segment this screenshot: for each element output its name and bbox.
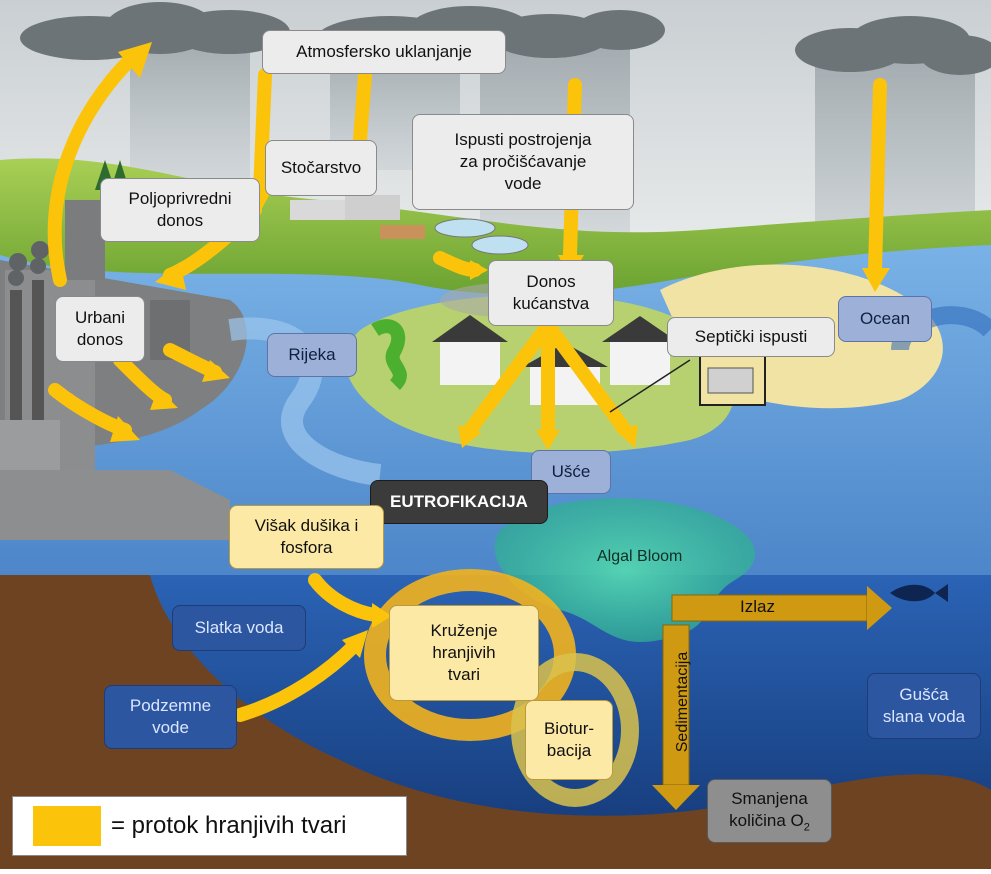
nutrient-cycle-rings bbox=[364, 569, 639, 807]
label-estuary: Ušće bbox=[531, 450, 611, 494]
label-household-runoff: Donos kućanstva bbox=[488, 260, 614, 326]
label-urban-runoff: Urbani donos bbox=[55, 296, 145, 362]
label-agricultural-runoff: Poljoprivredni donos bbox=[100, 178, 260, 242]
label-eutrophication: EUTROFIKACIJA bbox=[370, 480, 548, 524]
label-treatment-plant: Ispusti postrojenja za pročišćavanje vod… bbox=[412, 114, 634, 210]
sedimentation-bar bbox=[662, 624, 690, 786]
smoke bbox=[8, 241, 49, 286]
label-algal-bloom: Algal Bloom bbox=[597, 548, 683, 565]
output-bar bbox=[671, 594, 868, 622]
legend: = protok hranjivih tvari bbox=[12, 796, 407, 856]
sediment bbox=[0, 575, 991, 869]
label-septic: Septički ispusti bbox=[667, 317, 835, 357]
reduced-o2-subscript: 2 bbox=[803, 821, 810, 834]
septic-connector bbox=[609, 359, 691, 413]
city-slab bbox=[0, 470, 230, 540]
label-freshwater: Slatka voda bbox=[172, 605, 306, 651]
reeds bbox=[371, 319, 407, 390]
fish-icon bbox=[890, 584, 948, 602]
reduced-o2-line1: Smanjena bbox=[731, 788, 808, 808]
label-excess-nutrients: Višak dušika i fosfora bbox=[229, 505, 384, 569]
output-arrowhead bbox=[867, 586, 892, 630]
label-nutrient-cycling: Kruženje hranjivih tvari bbox=[389, 605, 539, 701]
reduced-o2-text: količina O bbox=[729, 810, 804, 830]
label-groundwater: Podzemne vode bbox=[104, 685, 237, 749]
label-ocean: Ocean bbox=[838, 296, 932, 342]
label-livestock: Stočarstvo bbox=[265, 140, 377, 196]
label-atmospheric-removal: Atmosfersko uklanjanje bbox=[262, 30, 506, 74]
label-sedimentation: Sedimentacija bbox=[674, 651, 691, 753]
legend-text: = protok hranjivih tvari bbox=[111, 812, 347, 839]
label-dense-saltwater: Gušća slana voda bbox=[867, 673, 981, 739]
sedimentation-arrowhead bbox=[652, 785, 700, 810]
label-river: Rijeka bbox=[267, 333, 357, 377]
legend-swatch bbox=[33, 806, 101, 846]
treatment-tanks bbox=[434, 218, 529, 255]
farm-buildings bbox=[290, 195, 425, 239]
septic-tank bbox=[707, 367, 754, 394]
label-output: Izlaz bbox=[740, 597, 775, 616]
label-bioturbation: Biotur- bacija bbox=[525, 700, 613, 780]
label-reduced-oxygen: Smanjena količina O2 bbox=[707, 779, 832, 843]
reduced-o2-line2: količina O2 bbox=[729, 810, 810, 835]
